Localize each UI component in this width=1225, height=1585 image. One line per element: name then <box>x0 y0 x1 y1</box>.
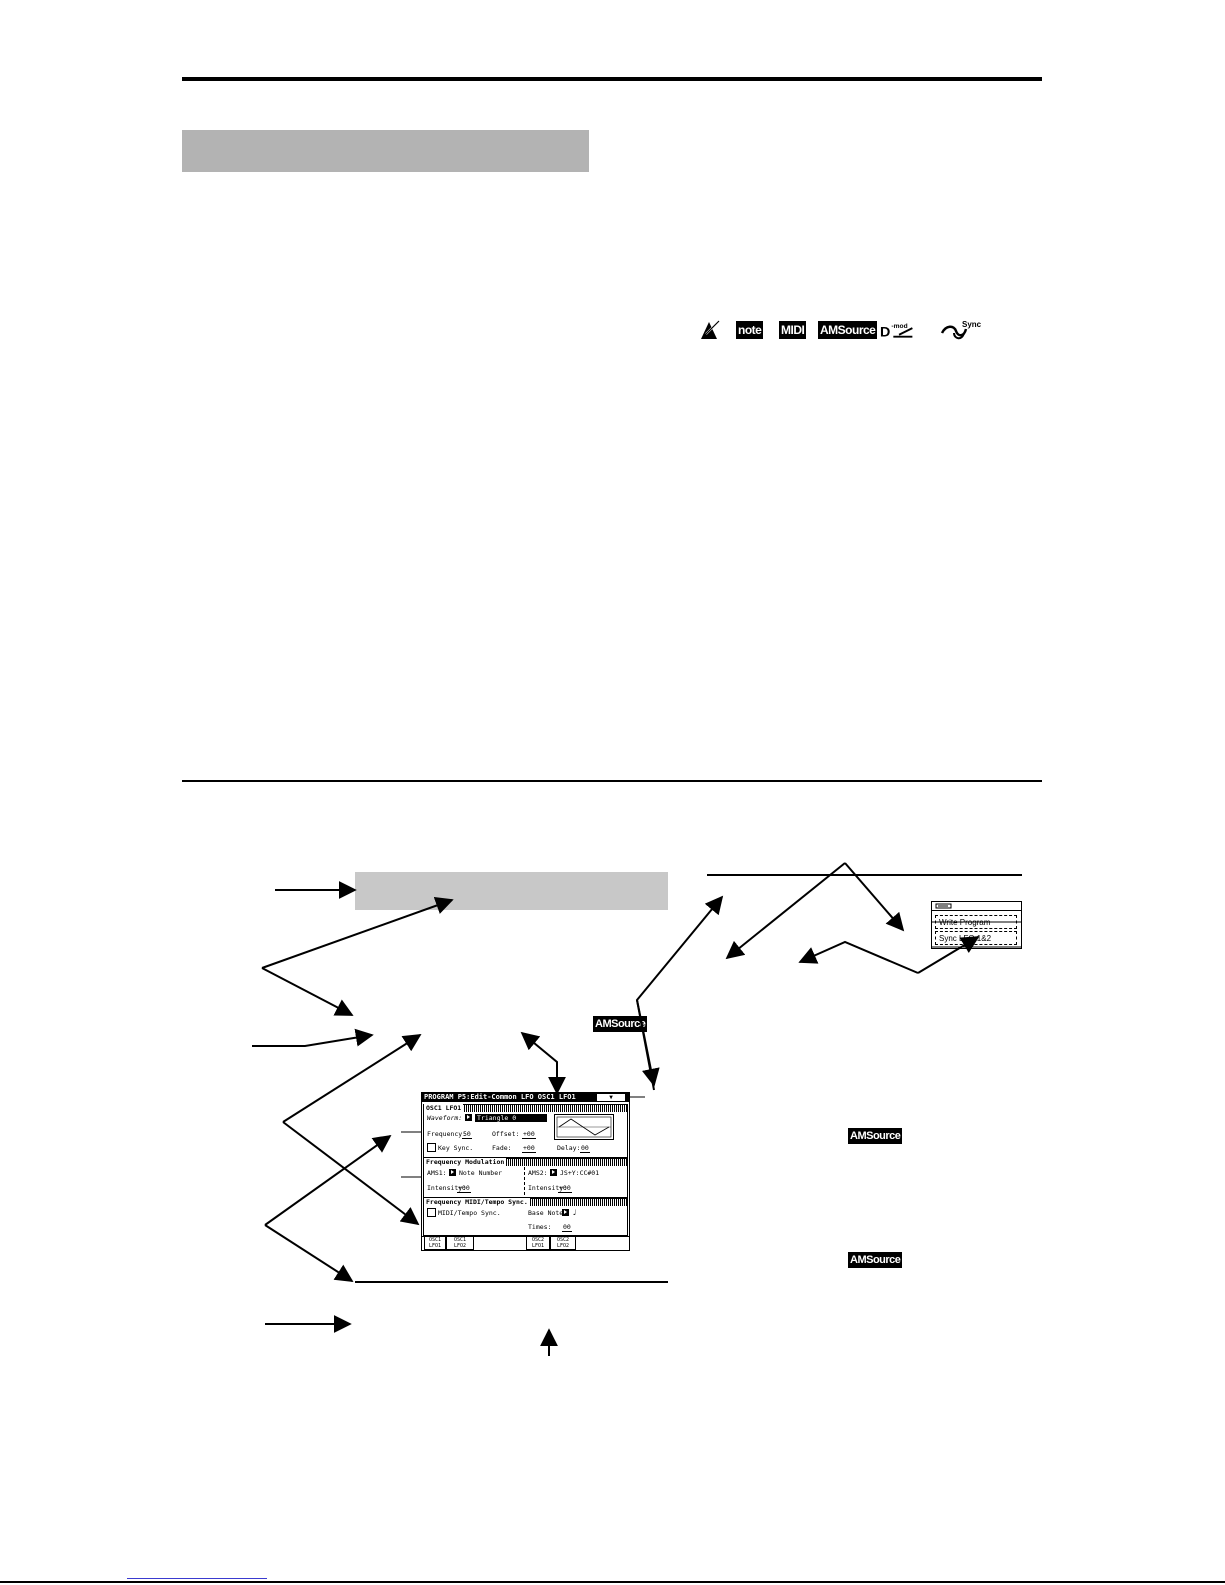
lcd-section-title: Frequency MIDI/Tempo Sync. <box>424 1198 627 1206</box>
arrow <box>261 967 354 1016</box>
arrow <box>264 1134 392 1226</box>
delay-value[interactable]: 00 <box>580 1144 590 1153</box>
arrow <box>520 1031 558 1093</box>
times-label: Times: <box>528 1223 552 1231</box>
offset-label: Offset: <box>492 1130 520 1138</box>
svg-text:Sync: Sync <box>962 320 982 329</box>
lcd-section-frequency-modulation: Frequency Modulation AMS1: Note Number A… <box>423 1158 628 1198</box>
bottom-rule <box>0 1581 1225 1583</box>
waveform-popup-button[interactable] <box>465 1114 472 1121</box>
svg-text:-mod: -mod <box>891 323 907 330</box>
intensity2-label: Intensity: <box>528 1184 568 1192</box>
waveform-value[interactable]: Triangle 0 <box>475 1114 547 1122</box>
intensity2-value[interactable]: +00 <box>558 1184 572 1193</box>
lcd-page-title: PROGRAM P5:Edit-Common LFO OSC1 LFO1 <box>422 1093 629 1102</box>
fade-label: Fade: <box>492 1144 512 1152</box>
svg-text:D: D <box>880 325 890 340</box>
amsource-badge: AMSource <box>848 1252 903 1268</box>
midi-icon: MIDI <box>779 321 807 339</box>
waveform-label: Waveform: <box>427 1114 463 1122</box>
arrow <box>798 940 919 974</box>
times-value[interactable]: 00 <box>562 1223 572 1232</box>
fade-value[interactable]: +00 <box>522 1144 536 1153</box>
column-divider <box>524 1167 525 1195</box>
ams2-label: AMS2: <box>528 1169 548 1177</box>
middle-rule <box>182 780 1042 782</box>
intensity1-value[interactable]: +00 <box>457 1184 471 1193</box>
menu-header <box>932 902 1021 911</box>
lcd-section-midi-tempo-sync: Frequency MIDI/Tempo Sync. MIDI/Tempo Sy… <box>423 1198 628 1236</box>
section-heading-band <box>182 130 589 172</box>
midi-tempo-sync-checkbox[interactable] <box>427 1208 436 1217</box>
arrow <box>917 936 980 974</box>
base-note-value[interactable]: ♩ <box>572 1208 577 1217</box>
intensity1-label: Intensity: <box>427 1184 467 1192</box>
lcd-section-title: OSC1 LFO1 <box>424 1104 627 1112</box>
menu-header-icon <box>935 903 952 909</box>
arrow <box>282 1121 420 1226</box>
sync-icon: Sync <box>940 320 982 340</box>
tempo-icon <box>696 320 722 340</box>
top-rule <box>182 77 1042 81</box>
key-sync-label: Key Sync. <box>438 1144 474 1152</box>
base-note-label: Base Note: <box>528 1209 568 1217</box>
sync-shape: Sync <box>940 320 982 340</box>
midi-tempo-sync-label: MIDI/Tempo Sync. <box>438 1209 501 1217</box>
arrow <box>252 1028 374 1047</box>
amsource-icon: AMSource <box>818 321 878 339</box>
amsource-badge: AMSource <box>848 1128 903 1144</box>
ams1-label: AMS1: <box>427 1169 447 1177</box>
lcd-section-osc1-lfo1: OSC1 LFO1 Waveform: Triangle 0 Frequency… <box>423 1104 628 1158</box>
arrow <box>725 862 846 960</box>
ams1-value[interactable]: Note Number <box>459 1169 503 1177</box>
amsource-badge: AMSource <box>593 1016 648 1032</box>
frequency-label: Frequency: <box>427 1130 467 1138</box>
offset-value[interactable]: +00 <box>522 1130 536 1139</box>
waveform-graph <box>554 1114 614 1140</box>
key-sync-checkbox[interactable] <box>427 1143 436 1152</box>
ams2-popup-button[interactable] <box>550 1169 557 1176</box>
callout-band <box>355 872 668 910</box>
frequency-value[interactable]: 50 <box>462 1130 472 1139</box>
ams1-popup-button[interactable] <box>449 1169 456 1176</box>
base-note-popup-button[interactable] <box>562 1209 569 1216</box>
dmod-icon: D -mod <box>880 320 920 340</box>
arrow <box>261 896 454 969</box>
arrow <box>844 862 905 932</box>
arrow <box>636 999 660 1087</box>
metronome-shape <box>701 320 720 339</box>
delay-label: Delay: <box>557 1144 581 1152</box>
page-menu-button[interactable]: ▼ <box>597 1094 625 1101</box>
footer-link-underline <box>127 1578 267 1579</box>
dmod-shape: D -mod <box>880 323 913 340</box>
lcd-section-title: Frequency Modulation <box>424 1158 627 1166</box>
lcd-screen: PROGRAM P5:Edit-Common LFO OSC1 LFO1 ▼ O… <box>421 1092 630 1251</box>
arrow <box>264 1224 354 1282</box>
ams2-value[interactable]: JS+Y:CC#01 <box>560 1169 600 1177</box>
arrow <box>282 1034 422 1123</box>
note-icon: note <box>736 321 764 339</box>
